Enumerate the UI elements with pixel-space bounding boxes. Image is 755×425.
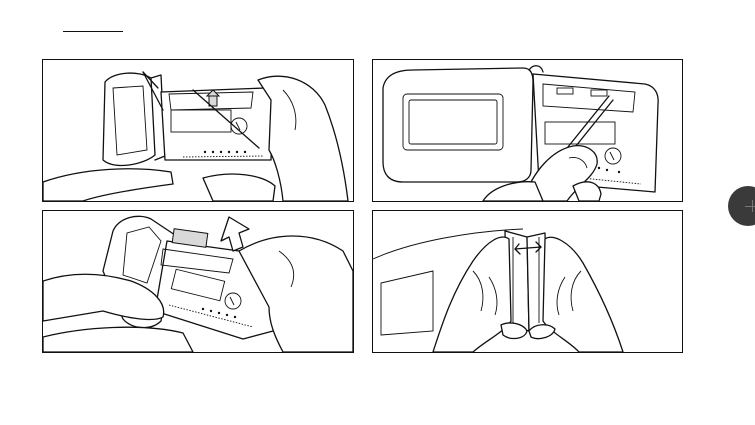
- illustration-panel-4: [372, 210, 683, 353]
- illustration-panel-2: [372, 59, 683, 202]
- tab-marker-line: [745, 206, 755, 207]
- separate-housing-illustration: [373, 211, 682, 352]
- open-battery-door-illustration: [43, 60, 353, 201]
- illustration-panel-3: [42, 210, 354, 353]
- up-arrow-icon: [221, 217, 249, 251]
- tab-marker-tick: [752, 200, 753, 212]
- illustration-panel-1: [42, 59, 354, 202]
- slide-module-out-illustration: [43, 211, 353, 352]
- pry-battery-cover-illustration: [373, 60, 682, 201]
- header-rule: [63, 31, 123, 32]
